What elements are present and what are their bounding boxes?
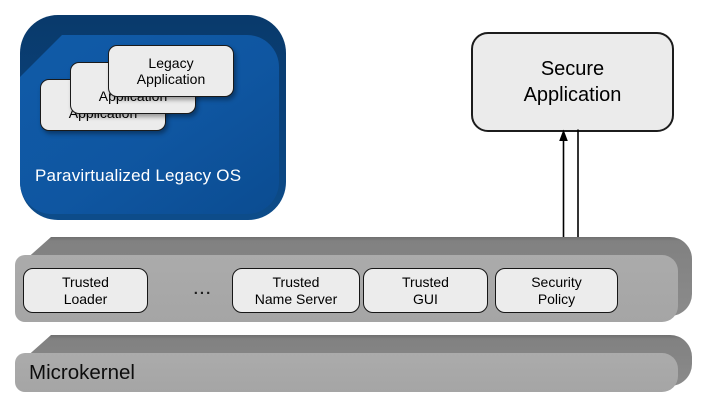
microkernel-bar: Microkernel [15,335,692,392]
secure-application-box: Secure Application [471,32,674,132]
legacy-application-label: Legacy Application [136,55,206,87]
trusted-gui-box: Trusted GUI [363,268,488,313]
security-policy-label: Security Policy [531,273,582,307]
secure-application-label: Secure Application [523,58,622,106]
trusted-name-server-box: Trusted Name Server [232,268,360,313]
legacy-application-box-1: Legacy Application [108,45,234,97]
legacy-os-label: Paravirtualized Legacy OS [35,166,242,185]
paravirtualized-legacy-os-box: Legacy Application Legacy Application Le… [20,15,286,220]
trusted-loader-label: Trusted Loader [62,273,109,307]
trusted-layer-bar: Trusted Loader ... Trusted Name Server T… [15,237,692,322]
trusted-gui-label: Trusted GUI [402,273,449,307]
trusted-name-server-label: Trusted Name Server [254,273,338,307]
trusted-loader-box: Trusted Loader [23,268,148,313]
microkernel-label: Microkernel [29,361,135,384]
ellipsis-label: ... [193,281,213,298]
microkernel-front-face [15,353,678,392]
security-policy-box: Security Policy [495,268,618,313]
